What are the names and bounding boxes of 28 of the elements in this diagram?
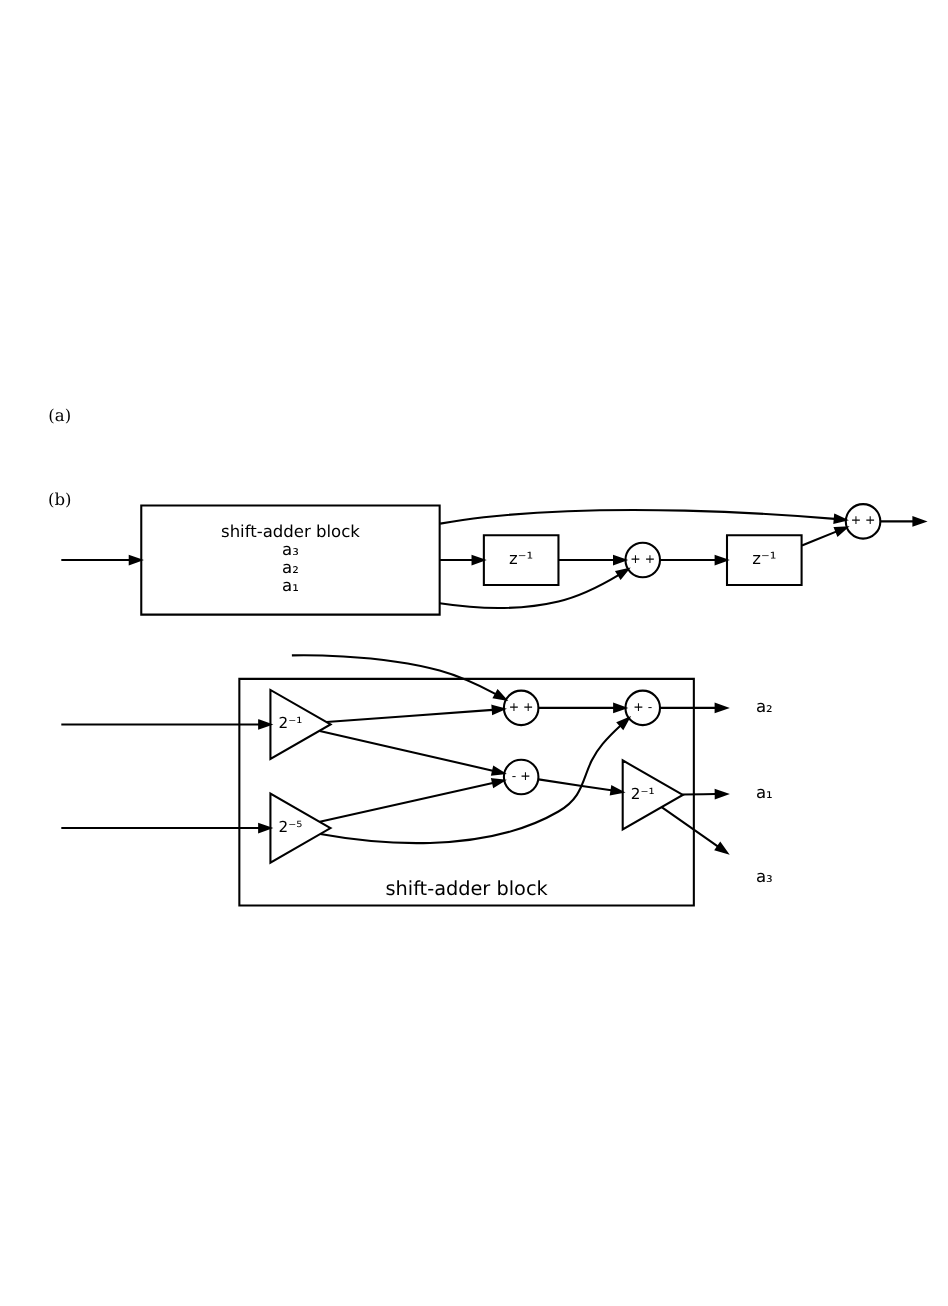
arrow	[319, 728, 507, 775]
arrow	[660, 553, 730, 565]
arrow	[538, 777, 626, 795]
node-text: a₁	[755, 780, 773, 801]
node-box: shift-adder block a₃ a₂ a₁	[140, 503, 441, 615]
label: (a)	[48, 403, 72, 424]
arrow	[61, 718, 274, 729]
arrow	[291, 653, 509, 700]
arrow	[61, 553, 144, 565]
arrow	[440, 553, 487, 565]
arrow	[319, 776, 507, 822]
arrow	[326, 703, 507, 722]
node-text: a₂	[755, 695, 773, 716]
arrow	[801, 525, 850, 546]
arrow	[61, 821, 274, 833]
node-box: z⁻¹	[482, 533, 560, 585]
node-box: z⁻¹	[725, 533, 803, 585]
node-text: a₃	[755, 865, 773, 886]
label: (b)	[48, 487, 72, 508]
arrow	[439, 508, 849, 524]
arrow	[660, 701, 730, 713]
arrow	[880, 515, 928, 526]
arrow	[661, 805, 730, 854]
arrow	[538, 701, 629, 713]
arrow	[682, 787, 730, 799]
arrow	[558, 553, 629, 565]
arrow	[320, 715, 632, 844]
arrow	[439, 566, 631, 609]
